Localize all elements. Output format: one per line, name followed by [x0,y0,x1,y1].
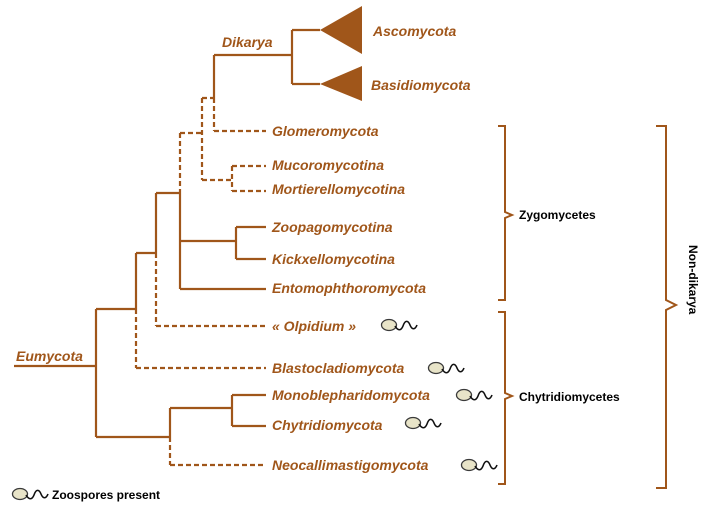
zygomycetes-brace [498,125,515,301]
taxon-glomeromycota: Glomeromycota [272,123,379,139]
zoospore-icon [380,318,418,332]
taxon-olpidium: « Olpidium » [272,318,356,334]
chytrid-branches [168,393,266,467]
taxon-chytridiomycota: Chytridiomycota [272,417,383,433]
basidiomycota-collapsed-clade [320,66,362,101]
taxon-ascomycota: Ascomycota [372,23,456,39]
zoospore-icon [455,388,493,402]
taxon-basidiomycota: Basidiomycota [371,77,471,93]
taxon-entomophthoromycota: Entomophthoromycota [272,280,426,296]
zoospore-icon [460,458,498,472]
zoospore-icon [427,361,465,375]
backbone-branches [134,28,320,370]
chytridiomycetes-brace [498,311,515,485]
group-zygomycetes: Zygomycetes [519,208,596,222]
taxon-monoblepharidomycota: Monoblepharidomycota [272,387,430,403]
zoospore-icon [404,416,442,430]
ascomycota-collapsed-clade [320,6,362,54]
eumycota-root-branch [14,307,170,439]
legend-zoospores: Zoospores present [52,488,160,502]
taxon-mucoromycotina: Mucoromycotina [272,157,384,173]
non-dikarya-brace [656,125,679,489]
group-chytridiomycetes: Chytridiomycetes [519,390,620,404]
group-non-dikarya: Non-dikarya [686,245,700,315]
eumycota-label: Eumycota [16,348,83,364]
taxon-zoopagomycotina: Zoopagomycotina [271,219,393,235]
zoospore-icon [11,487,49,501]
taxon-kickxellomycotina: Kickxellomycotina [272,251,395,267]
taxon-mortierellomycotina: Mortierellomycotina [272,181,405,197]
dikarya-label: Dikarya [222,34,273,50]
taxon-neocallimastigomycota: Neocallimastigomycota [272,457,429,473]
taxon-blastocladiomycota: Blastocladiomycota [272,360,404,376]
